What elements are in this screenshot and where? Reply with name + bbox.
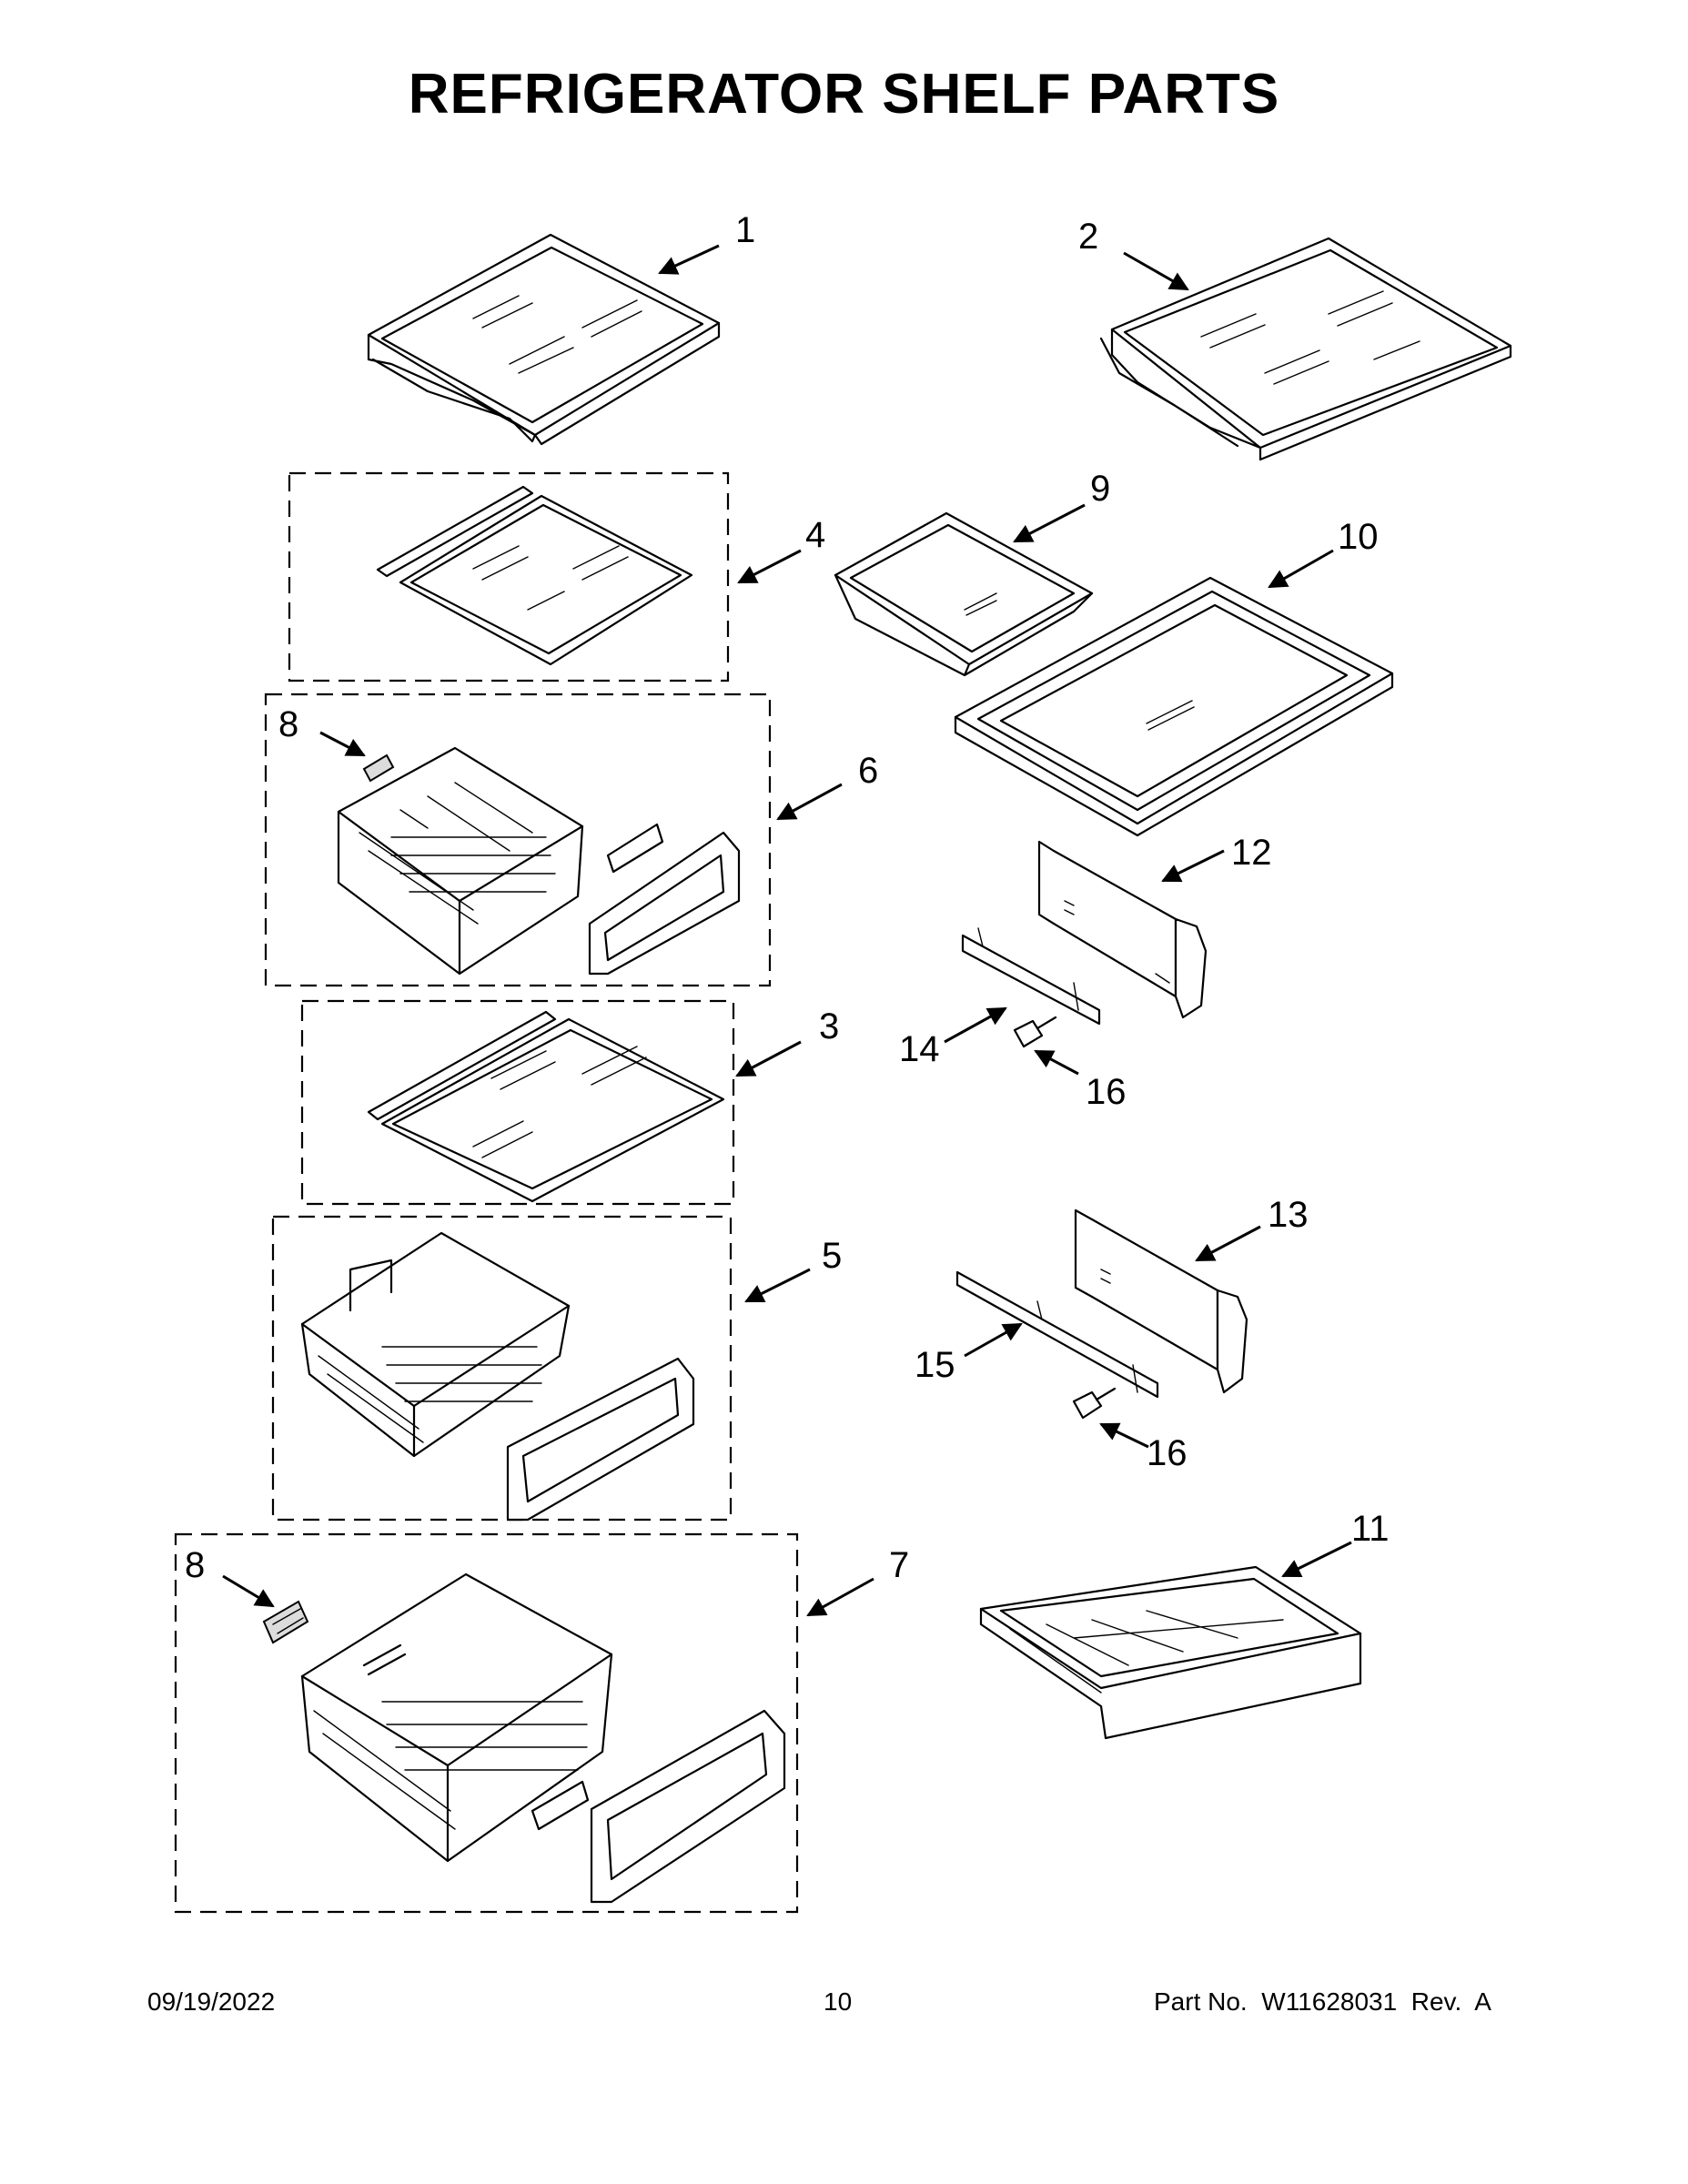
arrow-8b bbox=[222, 1574, 275, 1608]
callout-5: 5 bbox=[822, 1236, 843, 1276]
callout-16a: 16 bbox=[1086, 1072, 1127, 1112]
part-12-cover bbox=[1037, 840, 1208, 1019]
arrow-11 bbox=[1281, 1541, 1352, 1578]
callout-14: 14 bbox=[899, 1029, 940, 1069]
callout-8a: 8 bbox=[278, 704, 299, 744]
part-16-screw-a bbox=[1013, 1016, 1057, 1048]
part-11-pan bbox=[979, 1565, 1362, 1740]
part-13-cover bbox=[1074, 1208, 1248, 1394]
arrow-4 bbox=[737, 549, 802, 584]
part-15-rail bbox=[955, 1270, 1159, 1399]
part-9-bin bbox=[834, 511, 1094, 677]
part-1-glass-shelf bbox=[367, 233, 721, 446]
callout-15: 15 bbox=[915, 1345, 955, 1385]
footer-part-number: Part No. W11628031 Rev. A bbox=[1154, 1987, 1491, 2016]
group-box-part-6 bbox=[264, 693, 772, 987]
arrow-14 bbox=[944, 1006, 1007, 1044]
part-5-drawer-front bbox=[506, 1357, 695, 1522]
callout-10: 10 bbox=[1338, 517, 1379, 557]
callout-11: 11 bbox=[1351, 1509, 1390, 1549]
part-14-rail bbox=[961, 927, 1101, 1026]
arrow-6 bbox=[776, 783, 843, 821]
callout-3: 3 bbox=[819, 1006, 840, 1046]
callout-2: 2 bbox=[1078, 217, 1099, 257]
callout-7: 7 bbox=[889, 1545, 910, 1585]
arrow-5 bbox=[744, 1268, 811, 1303]
part-3-glass-shelf bbox=[367, 1010, 725, 1203]
callout-6: 6 bbox=[858, 751, 879, 791]
group-box-part-3 bbox=[300, 999, 735, 1206]
group-box-part-4 bbox=[288, 471, 730, 682]
arrow-16b bbox=[1099, 1422, 1149, 1449]
arrow-3 bbox=[735, 1040, 802, 1077]
callout-12: 12 bbox=[1231, 833, 1272, 873]
part-5-crisper-drawer bbox=[300, 1231, 571, 1458]
callout-1: 1 bbox=[735, 210, 756, 250]
part-8-filter-b bbox=[262, 1600, 309, 1644]
callout-13: 13 bbox=[1268, 1195, 1309, 1235]
arrow-2 bbox=[1123, 251, 1189, 291]
arrow-10 bbox=[1268, 549, 1334, 589]
part-6-drawer-front bbox=[588, 823, 741, 976]
arrow-16a bbox=[1034, 1049, 1079, 1076]
arrow-9 bbox=[1013, 503, 1086, 543]
part-4-glass-shelf bbox=[376, 485, 693, 666]
part-7-crisper-drawer bbox=[300, 1572, 613, 1863]
arrow-13 bbox=[1195, 1225, 1261, 1262]
footer-date: 09/19/2022 bbox=[147, 1987, 276, 2016]
callout-4: 4 bbox=[805, 515, 826, 555]
part-8-filter-a bbox=[362, 753, 395, 783]
arrow-15 bbox=[964, 1322, 1023, 1358]
part-10-tray bbox=[954, 576, 1394, 837]
arrow-12 bbox=[1161, 849, 1225, 883]
part-7-drawer-front bbox=[531, 1709, 786, 1904]
group-box-part-7 bbox=[174, 1532, 799, 1914]
callout-9: 9 bbox=[1090, 469, 1111, 509]
callout-16b: 16 bbox=[1147, 1433, 1188, 1473]
part-2-glass-shelf bbox=[1099, 237, 1512, 461]
part-16-screw-b bbox=[1072, 1387, 1117, 1420]
part-6-crisper-drawer bbox=[337, 746, 584, 976]
callout-8b: 8 bbox=[185, 1545, 206, 1585]
footer-page-number: 10 bbox=[824, 1987, 853, 2016]
arrow-1 bbox=[658, 244, 720, 275]
page-title: REFRIGERATOR SHELF PARTS bbox=[408, 63, 1280, 126]
arrow-8a bbox=[319, 731, 366, 757]
arrow-7 bbox=[806, 1577, 874, 1617]
